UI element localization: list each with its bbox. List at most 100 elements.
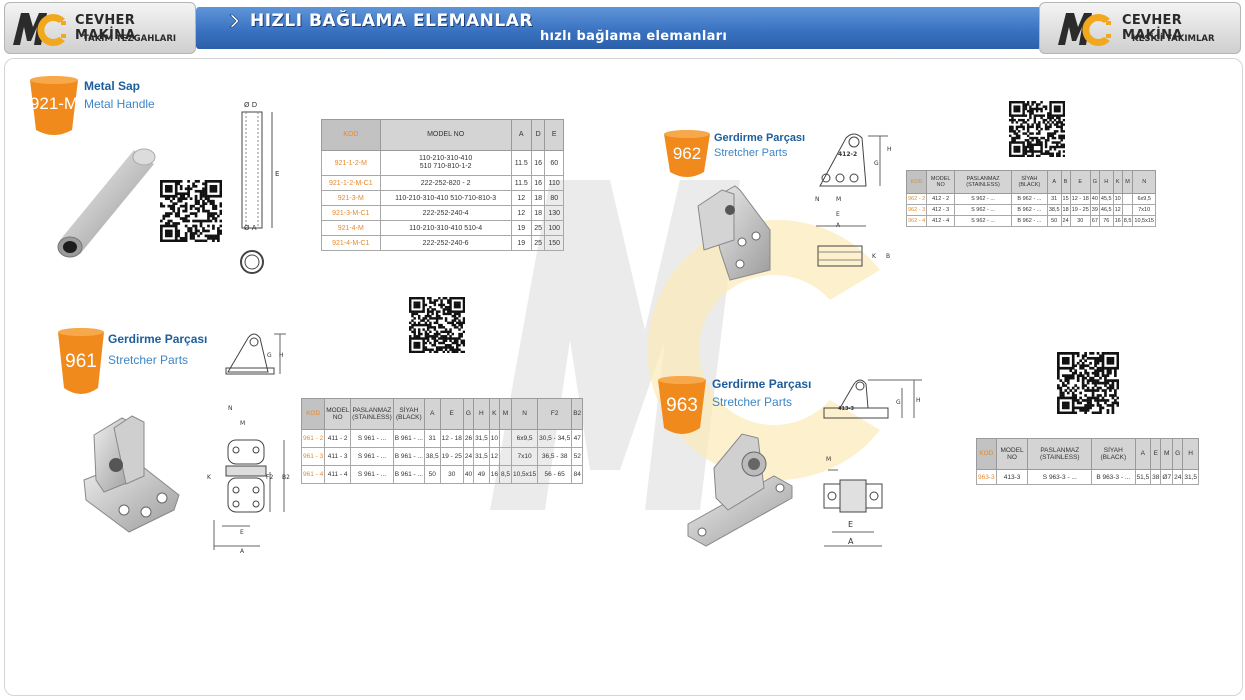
table-cell: 31,5 bbox=[473, 447, 490, 466]
table-cell: 110-210-310-410 510-710-810-3 bbox=[379, 190, 512, 206]
qr-code-icon[interactable] bbox=[1057, 352, 1119, 428]
table-cell: 45,5 bbox=[1098, 193, 1114, 205]
table-cell: 60 bbox=[544, 150, 564, 176]
dimension-label: H bbox=[887, 146, 892, 153]
table-cell: 100 bbox=[544, 220, 564, 236]
table-header-cell: G bbox=[1172, 438, 1184, 470]
table-cell: 921-1-2-M-C1 bbox=[321, 175, 381, 191]
product-code: 963 bbox=[666, 395, 698, 416]
table-cell: 10,5x15 bbox=[510, 465, 539, 484]
table-header-cell: PASLANMAZ (STAINLESS) bbox=[954, 170, 1012, 194]
table-cell: 411 - 2 bbox=[324, 429, 352, 448]
table-cell: 921-4-M bbox=[321, 220, 381, 236]
product-title-tr: Gerdirme Parçası bbox=[712, 377, 812, 391]
table-cell: 12 - 18 bbox=[439, 429, 464, 448]
table-cell: 31,5 bbox=[473, 429, 490, 448]
banner-subtitle: hızlı bağlama elemanları bbox=[540, 29, 728, 44]
table-cell: S 962 - ... bbox=[954, 215, 1012, 227]
stretcher-part-961-photo bbox=[83, 415, 180, 533]
dimension-label: M bbox=[240, 420, 246, 427]
dimension-label: Ø A bbox=[244, 224, 257, 232]
dimension-label: B2 bbox=[282, 474, 290, 481]
table-cell: S 962 - ... bbox=[954, 204, 1012, 216]
table-cell: 19 - 25 bbox=[1069, 204, 1091, 216]
table-cell: 962 - 2 bbox=[905, 193, 928, 205]
table-header-cell: KOD bbox=[300, 398, 326, 430]
table-header-cell: A bbox=[1134, 438, 1152, 470]
qr-code-icon[interactable] bbox=[160, 180, 222, 256]
table-cell: 412 - 4 bbox=[926, 215, 956, 227]
table-header-cell: MODEL NO bbox=[324, 398, 352, 430]
chevron-right-icon bbox=[229, 14, 240, 28]
table-cell: 12 bbox=[510, 190, 532, 206]
dimension-label: N bbox=[815, 196, 820, 203]
orange-badge-icon bbox=[664, 130, 710, 177]
dimension-label: E bbox=[836, 211, 840, 218]
product-title-tr: Metal Sap bbox=[84, 79, 141, 93]
metal-handle-drawing bbox=[240, 111, 273, 274]
table-header-cell: N bbox=[1132, 170, 1156, 194]
table-header-cell: SİYAH (BLACK) bbox=[1010, 170, 1048, 194]
table-cell: 110 bbox=[544, 175, 564, 191]
table-cell: 6x9,5 bbox=[1132, 193, 1156, 205]
stretcher-part-962-photo bbox=[697, 185, 771, 281]
table-cell: 12 - 18 bbox=[1069, 193, 1091, 205]
table-cell: 110-210-310-410 510 710-810-1-2 bbox=[379, 150, 512, 176]
table-cell: 16 bbox=[530, 175, 546, 191]
table-header-cell: MODEL NO bbox=[379, 119, 512, 151]
table-header-cell: K bbox=[1112, 170, 1123, 194]
right-logo[interactable]: CEVHER MAKİNA KESİCİ TAKIMLAR bbox=[1039, 2, 1241, 54]
dimension-label: N bbox=[228, 405, 233, 412]
table-header-cell: MODEL NO bbox=[995, 438, 1029, 470]
dimension-label: M bbox=[826, 456, 832, 463]
table-cell: 31 bbox=[1046, 193, 1062, 205]
stretcher-part-962-drawing bbox=[816, 133, 888, 267]
dimension-label: K bbox=[207, 474, 211, 481]
table-cell: 30,5 - 34,5 bbox=[537, 429, 573, 448]
table-cell: 8,5 bbox=[1121, 215, 1134, 227]
table-header-cell: E bbox=[544, 119, 564, 151]
table-cell: 36,5 - 38 bbox=[537, 447, 573, 466]
qr-code-icon[interactable] bbox=[1009, 101, 1065, 163]
table-header-cell: MODEL NO bbox=[926, 170, 956, 194]
table-cell: 10,5x15 bbox=[1132, 215, 1156, 227]
table-cell: 963-3 bbox=[976, 469, 997, 485]
right-logo-title: CEVHER MAKİNA bbox=[1122, 13, 1183, 43]
table-cell: 16 bbox=[488, 465, 500, 484]
qr-code-icon[interactable] bbox=[409, 297, 465, 385]
table-cell: 961 - 3 bbox=[300, 447, 326, 466]
stretcher-part-963-front-drawing bbox=[823, 469, 883, 547]
table-cell: 921-3-M bbox=[321, 190, 381, 206]
table-cell: 7x10 bbox=[1132, 204, 1156, 216]
table-cell: 24 bbox=[1060, 215, 1071, 227]
table-cell: 19 bbox=[510, 235, 532, 251]
table-cell: 11.5 bbox=[510, 175, 532, 191]
table-header-cell: D bbox=[530, 119, 546, 151]
mc-logo-icon bbox=[1058, 13, 1111, 46]
table-cell: B 961 - ... bbox=[392, 465, 425, 484]
left-logo[interactable]: CEVHER MAKİNA TAKIM TEZGAHLARI bbox=[4, 2, 196, 54]
table-cell: 130 bbox=[544, 205, 564, 221]
table-cell: 10 bbox=[488, 429, 500, 448]
table-cell: 16 bbox=[530, 150, 546, 176]
table-cell: 38 bbox=[1150, 469, 1162, 485]
dimension-label: A bbox=[848, 537, 854, 546]
table-header-cell: SİYAH (BLACK) bbox=[1091, 438, 1136, 470]
table-cell: 24 bbox=[1172, 469, 1184, 485]
table-cell: S 961 - ... bbox=[350, 447, 394, 466]
table-header-cell: PASLANMAZ (STAINLESS) bbox=[1027, 438, 1093, 470]
table-cell: 412 - 3 bbox=[926, 204, 956, 216]
table-cell: 31,5 bbox=[1182, 469, 1199, 485]
dimension-label: E bbox=[848, 520, 854, 529]
table-cell: 19 - 25 bbox=[439, 447, 464, 466]
orange-badge-icon bbox=[658, 376, 706, 434]
page-header: CEVHER MAKİNA TAKIM TEZGAHLARI HIZLI BAĞ… bbox=[0, 0, 1245, 56]
table-cell: 47 bbox=[571, 429, 584, 448]
product-code: 921-M bbox=[29, 94, 79, 113]
table-cell bbox=[498, 429, 513, 448]
table-cell: 25 bbox=[530, 235, 546, 251]
